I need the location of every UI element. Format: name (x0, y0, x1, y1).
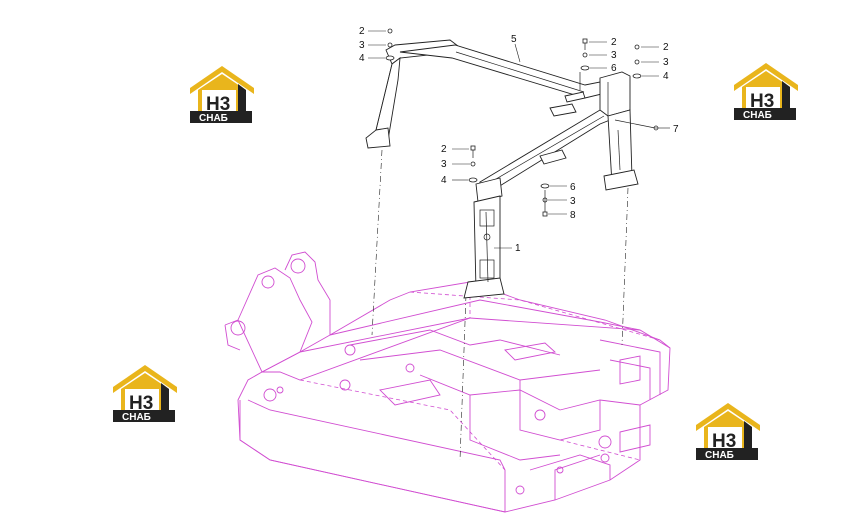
logo-text-bottom: СНАБ (705, 450, 734, 461)
logo-text-top: H3 (129, 393, 153, 414)
callout-3-middle: 3 (441, 159, 447, 170)
callout-2-top-center: 2 (611, 37, 617, 48)
callout-7: 7 (673, 124, 679, 135)
logo-text-bottom: СНАБ (199, 113, 228, 124)
callout-5: 5 (511, 34, 517, 45)
callout-2-top-left: 2 (359, 26, 365, 37)
bracket-assembly (365, 39, 659, 299)
logo-text-bottom: СНАБ (122, 412, 151, 423)
fastener-stack-middle (468, 145, 478, 183)
logo-top-right: H3 СНАБ (734, 63, 798, 121)
fastener-stack-top-left (385, 28, 395, 61)
logo-text-bottom: СНАБ (743, 110, 772, 121)
logo-top-left: H3 СНАБ (190, 66, 254, 124)
alignment-lines (371, 149, 629, 461)
logo-text-top: H3 (206, 94, 230, 115)
callout-4-middle: 4 (441, 175, 447, 186)
callout-1: 1 (515, 243, 521, 254)
callout-3-top-left: 3 (359, 40, 365, 51)
logo-bottom-right: H3 СНАБ (696, 403, 760, 461)
callout-3-top-right: 3 (663, 57, 669, 68)
fastener-stack-lower (540, 183, 550, 217)
callout-6-lower: 6 (570, 182, 576, 193)
logo-bottom-left: H3 СНАБ (113, 365, 177, 423)
callout-numbers: 2 3 4 5 2 3 6 2 3 4 7 2 3 4 6 3 8 1 (359, 26, 679, 254)
machine-frame (224, 251, 671, 513)
fastener-stack-top-center (579, 38, 590, 90)
callout-3-lower: 3 (570, 196, 576, 207)
callout-leaders (368, 30, 670, 249)
logo-text-top: H3 (750, 91, 774, 112)
callout-4-top-left: 4 (359, 53, 365, 64)
callout-4-top-right: 4 (663, 71, 669, 82)
callout-2-top-right: 2 (663, 42, 669, 53)
callout-3-top-center: 3 (611, 50, 617, 61)
fastener-stack-top-right (632, 44, 642, 79)
logo-text-top: H3 (712, 431, 736, 452)
callout-8: 8 (570, 210, 576, 221)
callout-6-top-center: 6 (611, 63, 617, 74)
callout-2-middle: 2 (441, 144, 447, 155)
